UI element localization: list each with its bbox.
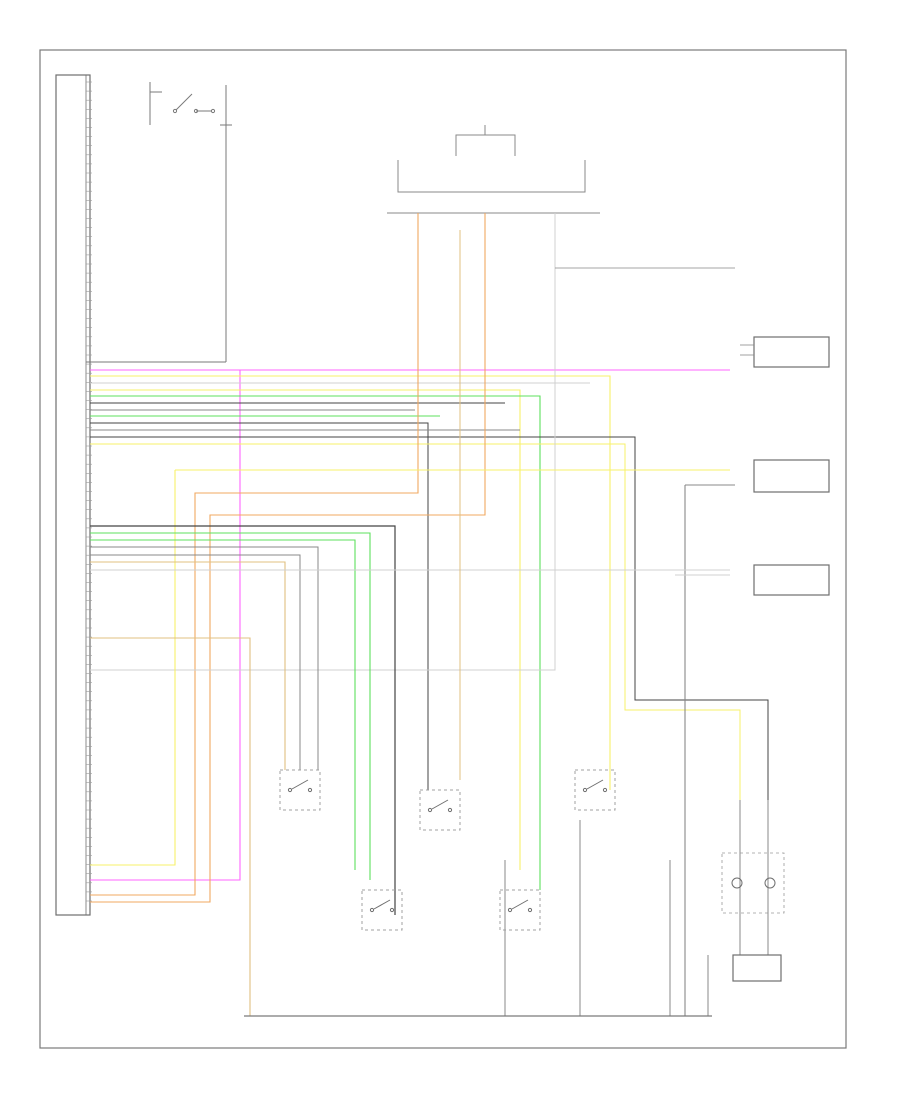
lamp-dashed-box: [721, 852, 785, 914]
wire-layer: [90, 213, 769, 1016]
passenger-occupant-switch: [499, 889, 541, 931]
control-module-left: [55, 74, 91, 916]
bottom-right-device: [732, 954, 782, 982]
wire-yellow-1: [90, 375, 611, 790]
wire-green-4: [90, 539, 356, 870]
wire-dark-4: [90, 525, 396, 915]
wire-grey-4: [90, 554, 301, 770]
wire-pink-drop: [90, 370, 241, 881]
wire-grey-3: [90, 546, 319, 770]
ignition-switch: [86, 82, 232, 363]
module-pin-ticks: [86, 81, 92, 902]
wire-yellow-3: [90, 443, 741, 800]
wire-yellow-2: [90, 389, 521, 870]
wire-orange-1: [90, 213, 419, 896]
top-center-component: [387, 125, 600, 214]
component-layer: [279, 769, 616, 931]
wire-dark-2: [90, 422, 429, 790]
passenger-switch-center: [419, 789, 461, 831]
seat-belt-switch-left: [279, 769, 321, 811]
wire-orange-2: [90, 213, 486, 903]
wire-green-3: [90, 532, 371, 880]
wire-dark-3: [90, 436, 769, 800]
passenger-sensor-switch: [574, 769, 616, 811]
wire-yellow-5: [90, 470, 176, 866]
wire-light-2: [90, 213, 556, 671]
right-module-3: [753, 564, 830, 596]
lamp-right: [764, 877, 776, 889]
wire-tan-1: [90, 561, 286, 770]
right-module-1: [753, 336, 830, 368]
right-module-2: [753, 459, 830, 493]
diagram-frame: [39, 49, 847, 1049]
wire-green-1: [90, 395, 541, 890]
lamp-left: [731, 877, 743, 889]
wire-tan-2: [90, 637, 251, 1016]
seat-belt-switch-right: [361, 889, 403, 931]
